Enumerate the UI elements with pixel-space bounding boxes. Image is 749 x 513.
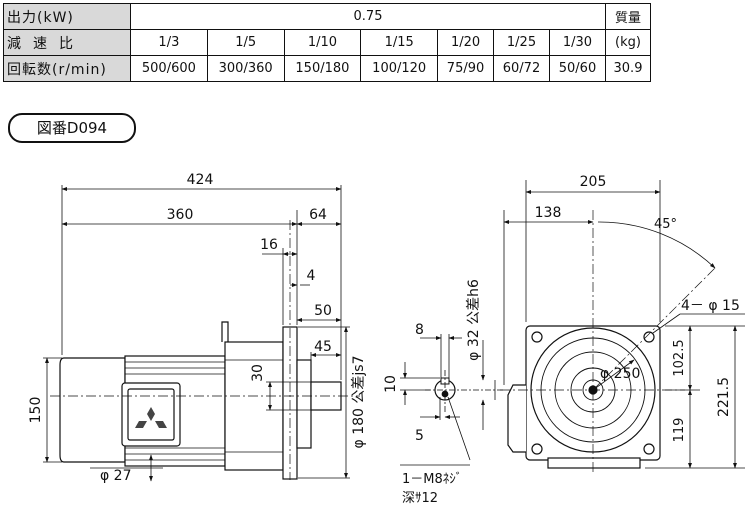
dim-45: 45 [314,339,332,355]
dim-phi250: φ 250 [600,366,640,382]
dim-height: 150 [28,397,44,424]
speed-cell: 100/120 [360,55,439,82]
tap-spec: 1－M8ﾈｼﾞ [402,472,462,487]
dim-key-5: 5 [415,428,424,444]
speed-cell: 50/60 [548,55,607,82]
dim-16: 16 [260,237,278,253]
dim-key-height: 10 [383,375,399,393]
speed-cell: 60/72 [493,55,550,82]
ratio-cell: 1/25 [493,29,550,56]
speed-cell: 300/360 [206,55,285,82]
ratio-cell: 1/10 [283,29,362,56]
front-view [507,325,661,469]
dim-4: 4 [307,268,316,284]
side-view [59,321,342,480]
dim-50: 50 [314,303,332,319]
output-row: 出力(kW) 0.75 質量 [3,3,651,30]
output-label: 出力(kW) [3,3,131,30]
dim-width: 205 [580,174,607,190]
dim-221: 221.5 [716,377,732,417]
ratio-label: 減速比 [3,29,131,56]
tap-depth: 深ｻ12 [402,491,438,506]
dim-angle: 45° [654,217,677,232]
speed-cell: 150/180 [283,55,362,82]
dim-102: 102.5 [672,339,687,376]
mass-label: 質量 [605,3,651,30]
dim-phi27: φ 27 [100,468,132,484]
ratio-cell: 1/20 [437,29,495,56]
dim-30: 30 [250,364,266,382]
spec-table: 出力(kW) 0.75 質量 減速比 1/3 1/5 1/10 1/15 1/2… [3,3,651,82]
brand-mark-icon [135,407,167,428]
ratio-cell: 1/15 [360,29,439,56]
dim-overall: 424 [187,172,214,188]
dim-138: 138 [535,205,562,221]
dim-119: 119 [672,418,687,443]
drawing-number-badge: 図番D094 [8,113,136,143]
speed-row: 回転数(r/min) 500/600 300/360 150/180 100/1… [3,55,651,82]
dim-phi180: φ 180 公差js7 [351,356,367,449]
ratio-cell: 1/5 [206,29,285,56]
dim-body: 360 [167,207,194,223]
ratio-cell: 1/30 [548,29,607,56]
dim-phi32: φ 32 公差h6 [466,279,482,361]
speed-cell: 75/90 [437,55,495,82]
ratio-row: 減速比 1/3 1/5 1/10 1/15 1/20 1/25 1/30 (kg… [3,29,651,56]
dim-key-width: 8 [415,322,424,338]
mass-value: 30.9 [605,55,651,82]
speed-label: 回転数(r/min) [3,55,131,82]
mass-unit: (kg) [605,29,651,56]
dim-holes: 4－ φ 15 [681,298,740,314]
dim-flange-to-end: 64 [309,207,327,223]
